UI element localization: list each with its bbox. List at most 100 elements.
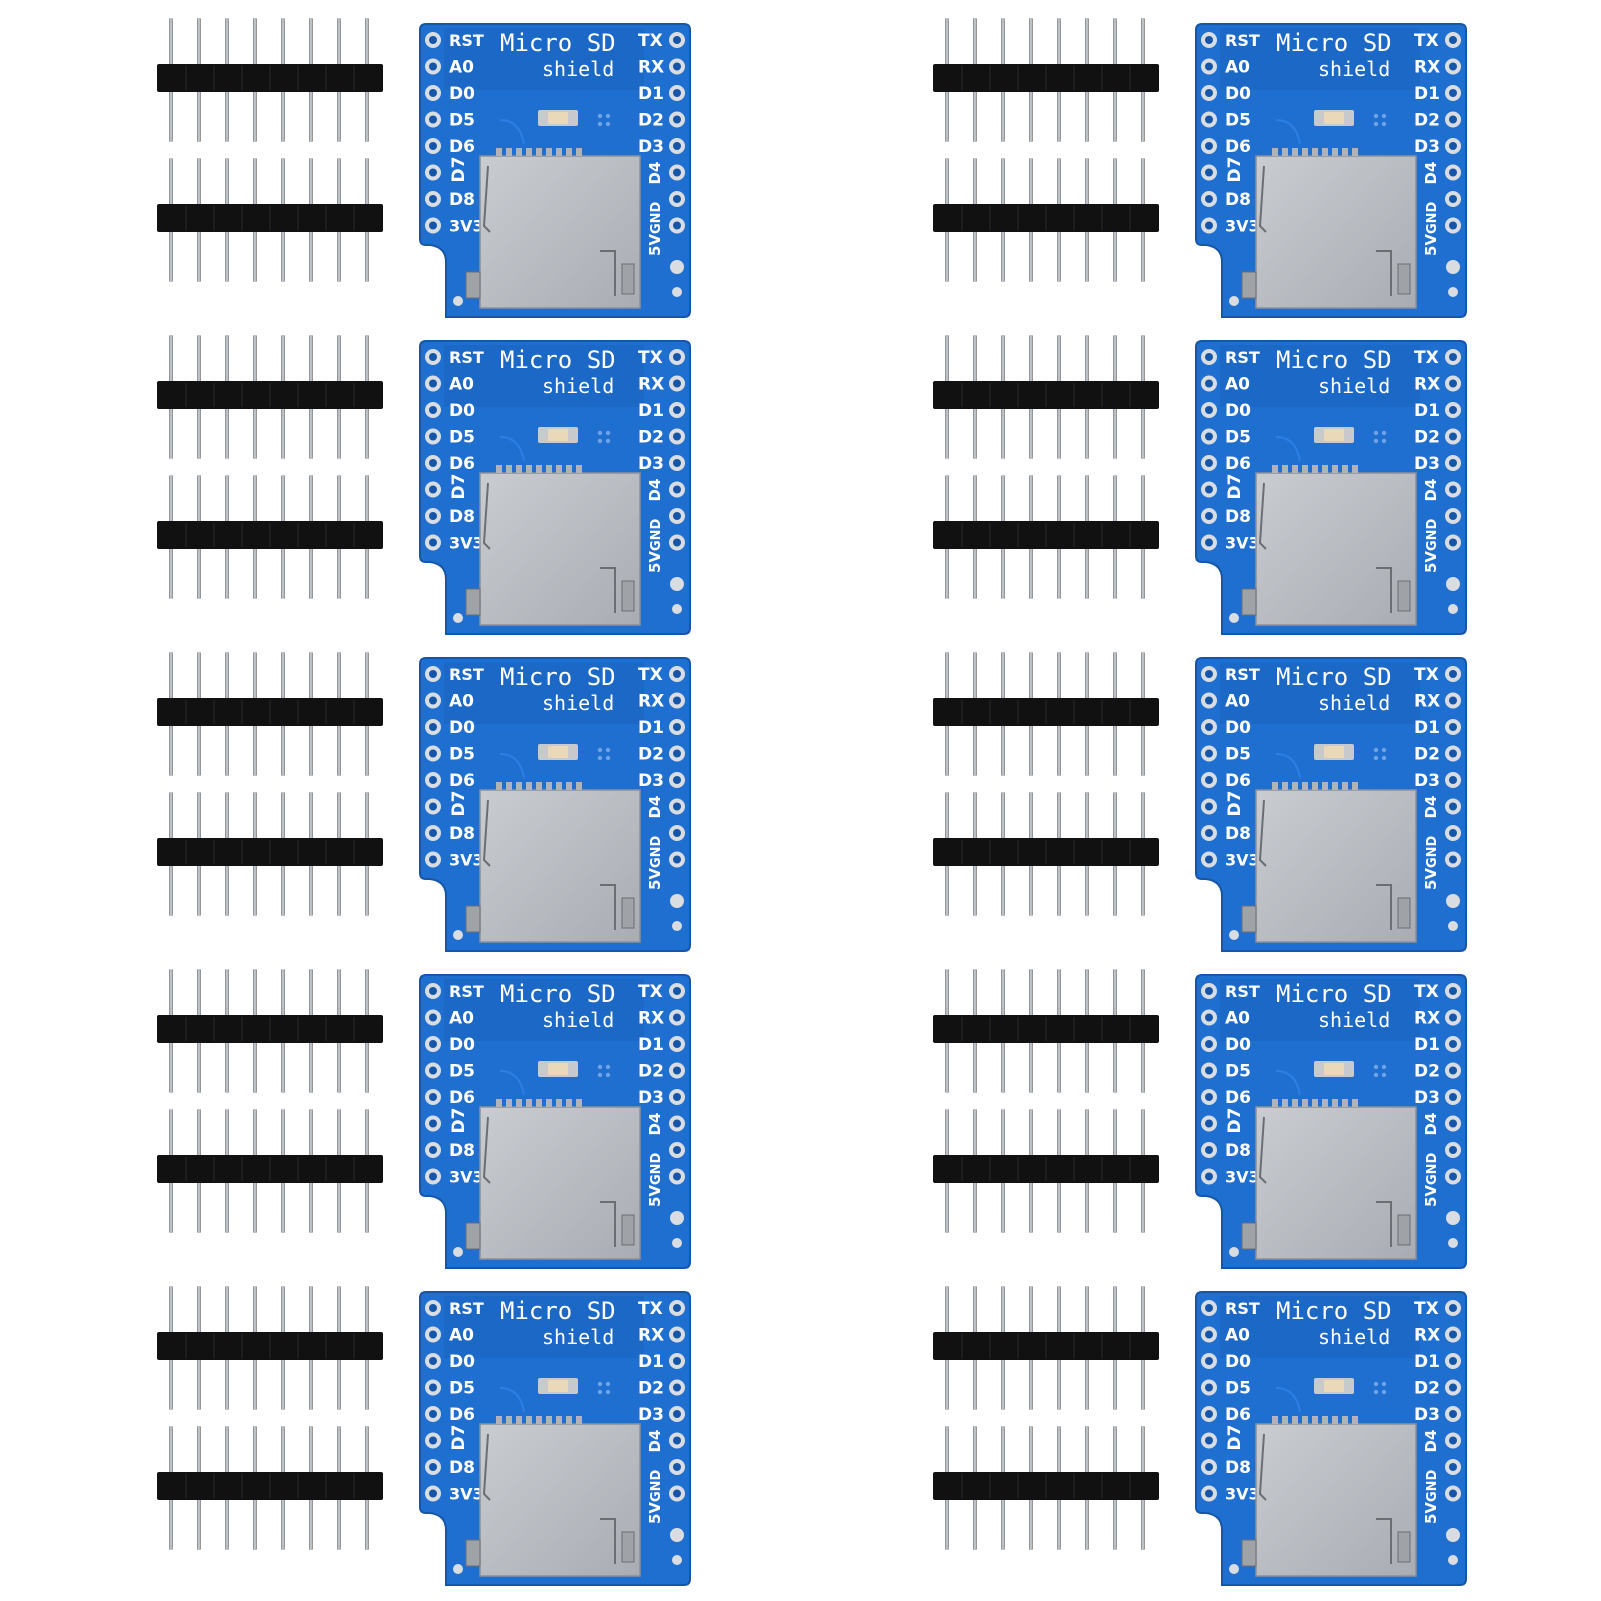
mount-pad	[453, 1247, 463, 1257]
pin-label-right: D1	[1414, 1035, 1440, 1055]
connector-latch	[1258, 1433, 1267, 1501]
pin-pad-hole	[673, 1383, 681, 1392]
via	[1373, 430, 1379, 436]
pin-pad-hole	[429, 1066, 437, 1075]
pin-label-right: D3	[638, 1405, 664, 1425]
pin-pad-hole	[429, 1383, 437, 1392]
pin-label-left: 3V3	[1225, 1168, 1260, 1187]
sd-contact	[1322, 1099, 1328, 1107]
pin-pad-hole	[1449, 459, 1457, 467]
pin-pad-hole	[673, 89, 681, 97]
pin-pad	[670, 1528, 684, 1542]
pin-pad-hole	[1449, 221, 1457, 230]
board-subtitle: shield	[542, 1325, 614, 1349]
mount-pad	[453, 296, 463, 306]
sd-contact	[556, 148, 562, 156]
pin-pad-hole	[1449, 62, 1457, 71]
board-subtitle: shield	[542, 691, 614, 715]
pin-label-right: TX	[638, 665, 663, 685]
connector-latch	[482, 165, 491, 233]
pin-label-left: D7	[449, 791, 469, 817]
pin-pad-hole	[1205, 1489, 1213, 1498]
pin-label-right: D3	[1414, 137, 1440, 157]
pin-label-left: D0	[1225, 718, 1251, 738]
pin-pad-hole	[673, 1304, 681, 1312]
pin-label-left: D5	[449, 1379, 475, 1399]
pin-pad-hole	[673, 1463, 681, 1471]
pcb-title-band	[1220, 979, 1420, 1041]
pin-pad-hole	[1449, 1093, 1457, 1101]
pin-pad-hole	[1449, 1066, 1457, 1075]
pin-label-right: D4	[1422, 479, 1440, 502]
pin-label-right: D4	[646, 479, 664, 502]
connector-spring	[1376, 567, 1392, 613]
sd-contact	[1342, 782, 1348, 790]
pin-pad-hole	[1449, 379, 1457, 388]
pin-pad-hole	[429, 802, 437, 811]
sd-contact	[566, 148, 572, 156]
pin-label-left: D5	[449, 745, 475, 765]
microsd-connector	[479, 155, 641, 309]
pin-label-left: D0	[449, 1352, 475, 1372]
pin-pad-hole	[429, 459, 437, 467]
pin-label-right: D2	[638, 1379, 664, 1399]
connector-tab	[621, 897, 635, 929]
pin-pad-hole	[429, 723, 437, 731]
pin-label-right: D2	[1414, 745, 1440, 765]
sd-contact	[576, 782, 582, 790]
kit: Micro SDshieldRSTA0D0D5D6D7D83V3TXRXD1D2…	[157, 1286, 691, 1586]
microsd-connector	[1255, 789, 1417, 943]
pin-pad-hole	[673, 696, 681, 705]
sd-contact	[546, 782, 552, 790]
via	[1373, 1064, 1379, 1070]
pin-label-right: TX	[1414, 31, 1439, 51]
sd-contact	[1282, 148, 1288, 156]
sd-contact	[526, 465, 532, 473]
sd-contact	[1272, 1416, 1278, 1424]
microsd-connector	[1255, 1423, 1417, 1577]
pin-pad-hole	[673, 1119, 681, 1128]
pcb-title-band	[444, 662, 644, 724]
pin-label-left: D7	[1225, 1425, 1245, 1451]
connector-latch	[1258, 482, 1267, 550]
pin-label-right: D2	[638, 111, 664, 131]
pin-pad-hole	[429, 379, 437, 388]
pin-pad-hole	[673, 749, 681, 758]
connector-tab	[621, 580, 635, 612]
sd-contact	[546, 1416, 552, 1424]
pin-pad-hole	[1205, 696, 1213, 705]
pin-label-left: D6	[1225, 454, 1251, 474]
pin-pad-hole	[429, 195, 437, 203]
connector-tab	[621, 263, 635, 295]
pin-pad-hole	[673, 485, 681, 494]
pin-pad	[670, 260, 684, 274]
sd-contact	[556, 782, 562, 790]
sd-contact	[1292, 782, 1298, 790]
smd-component-body	[548, 429, 568, 441]
pcb-trace	[499, 436, 525, 462]
sd-contact	[1322, 1416, 1328, 1424]
sd-contact	[546, 148, 552, 156]
pin-pad-hole	[429, 1146, 437, 1154]
pin-pad-hole	[673, 670, 681, 678]
sd-contact	[1292, 465, 1298, 473]
via	[597, 747, 603, 753]
pin-pad-hole	[429, 1489, 437, 1498]
pin-label-left: D7	[449, 474, 469, 500]
pin-pad-hole	[429, 353, 437, 361]
pin-pad-hole	[673, 62, 681, 71]
mount-pad	[453, 1564, 463, 1574]
connector-tab	[1397, 263, 1411, 295]
pin-pad-hole	[429, 512, 437, 520]
pin-pad-hole	[429, 1330, 437, 1339]
sd-contact	[526, 1416, 532, 1424]
sd-contact	[546, 1099, 552, 1107]
pcb-title-band	[444, 979, 644, 1041]
sd-contact	[1312, 148, 1318, 156]
via	[1381, 755, 1387, 761]
pin-label-right: D1	[1414, 401, 1440, 421]
pin-label-left: D5	[1225, 428, 1251, 448]
pin-pad-hole	[673, 829, 681, 837]
pin-pad-hole	[1205, 459, 1213, 467]
pin-pad-hole	[1449, 855, 1457, 864]
